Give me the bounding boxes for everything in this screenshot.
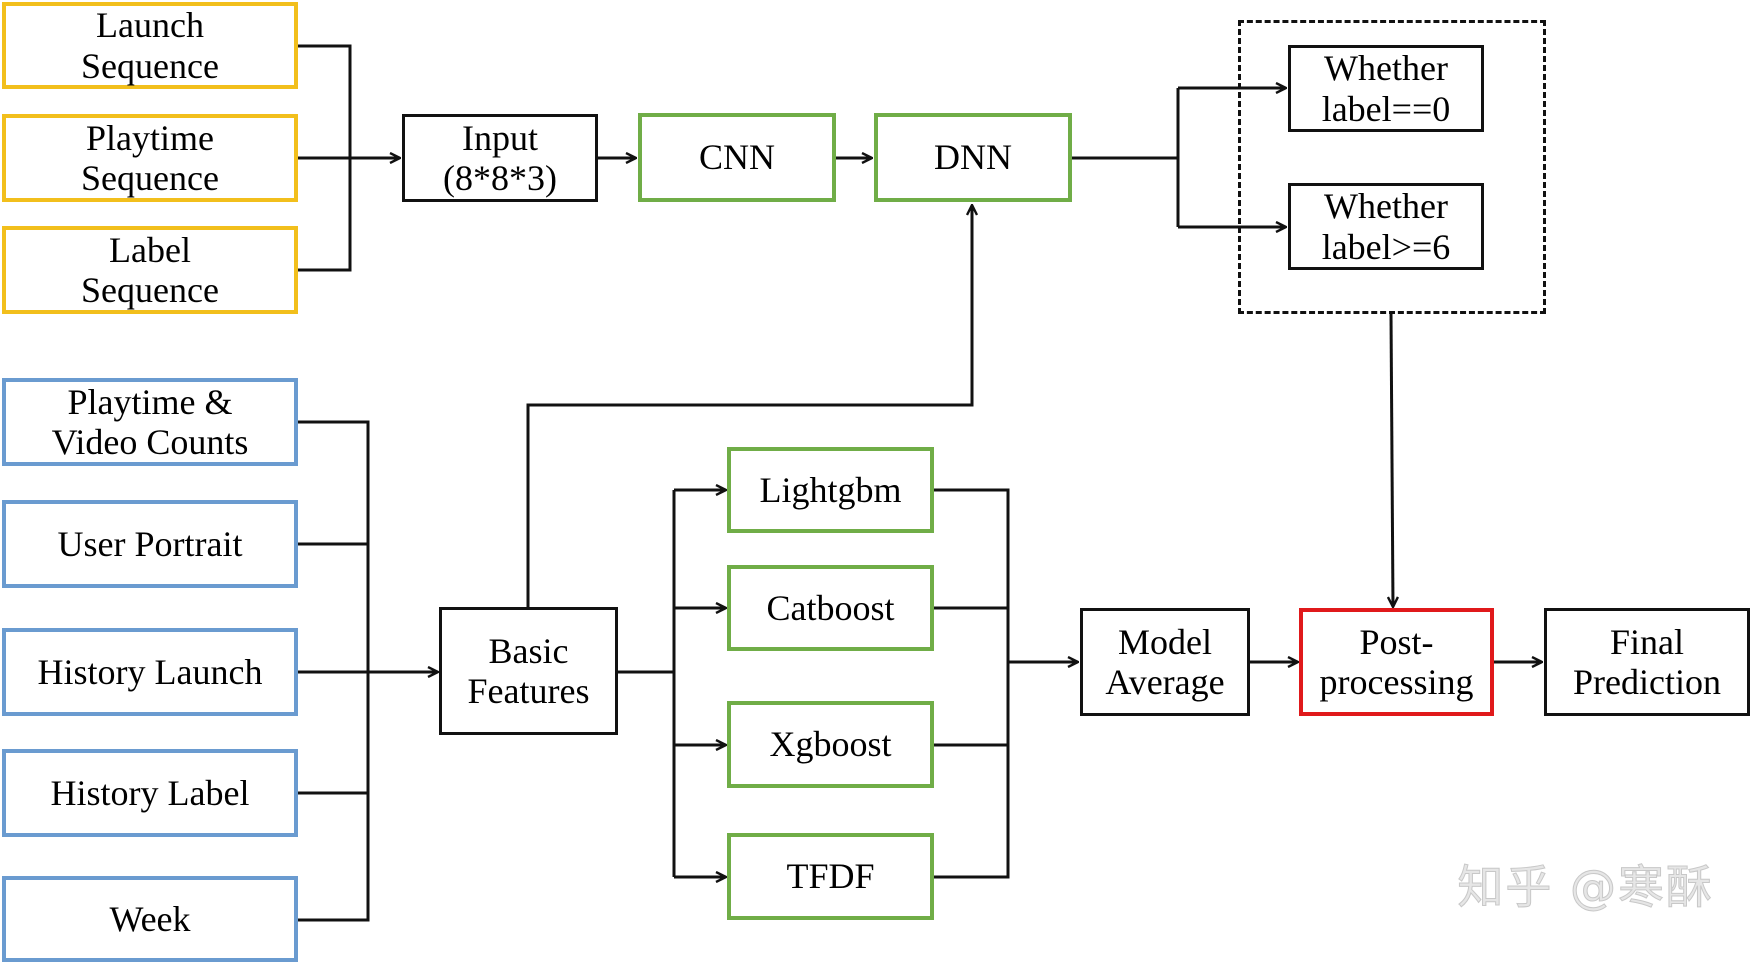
final-prediction-box: Final Prediction — [1544, 608, 1750, 716]
user-portrait-box: User Portrait — [2, 500, 298, 588]
label-sequence-box: Label Sequence — [2, 226, 298, 314]
week-label: Week — [109, 898, 191, 939]
history-launch-box: History Launch — [2, 628, 298, 716]
lightgbm-label: Lightgbm — [759, 469, 902, 510]
model-average-box: Model Average — [1080, 608, 1250, 716]
xgboost-box: Xgboost — [727, 701, 934, 788]
final-prediction-label: Final Prediction — [1573, 621, 1721, 702]
label-check-group — [1238, 20, 1546, 314]
launch-sequence-box: Launch Sequence — [2, 2, 298, 89]
basic-features-label: Basic Features — [467, 630, 590, 711]
whether-label-six-label: Whether label>=6 — [1321, 186, 1451, 267]
post-processing-box: Post- processing — [1299, 608, 1494, 716]
tfdf-box: TFDF — [727, 833, 934, 920]
catboost-box: Catboost — [727, 565, 934, 651]
whether-label-zero-box: Whether label==0 — [1288, 45, 1484, 132]
lightgbm-box: Lightgbm — [727, 447, 934, 533]
basic-features-box: Basic Features — [439, 607, 618, 735]
post-processing-label: Post- processing — [1319, 621, 1474, 702]
playtime-sequence-label: Playtime Sequence — [81, 117, 219, 198]
history-launch-label: History Launch — [37, 651, 263, 692]
dnn-box: DNN — [874, 113, 1072, 202]
watermark: 知乎 @寒酥 — [1457, 860, 1714, 915]
history-label-box: History Label — [2, 749, 298, 837]
tfdf-label: TFDF — [786, 856, 875, 897]
playtime-sequence-box: Playtime Sequence — [2, 114, 298, 202]
user-portrait-label: User Portrait — [57, 523, 243, 564]
playtime-video-counts-box: Playtime & Video Counts — [2, 378, 298, 466]
cnn-label: CNN — [698, 137, 775, 178]
catboost-label: Catboost — [766, 587, 895, 628]
input-label: Input (8*8*3) — [443, 117, 557, 198]
history-label-label: History Label — [50, 772, 250, 813]
launch-sequence-label: Launch Sequence — [81, 5, 219, 86]
label-sequence-label: Label Sequence — [81, 229, 219, 310]
whether-label-six-box: Whether label>=6 — [1288, 183, 1484, 270]
input-box: Input (8*8*3) — [402, 114, 598, 202]
cnn-box: CNN — [638, 113, 836, 202]
whether-label-zero-label: Whether label==0 — [1321, 48, 1451, 129]
week-box: Week — [2, 876, 298, 962]
xgboost-label: Xgboost — [769, 724, 892, 765]
model-average-label: Model Average — [1105, 621, 1225, 702]
playtime-video-counts-label: Playtime & Video Counts — [51, 381, 249, 462]
dnn-label: DNN — [934, 137, 1012, 178]
